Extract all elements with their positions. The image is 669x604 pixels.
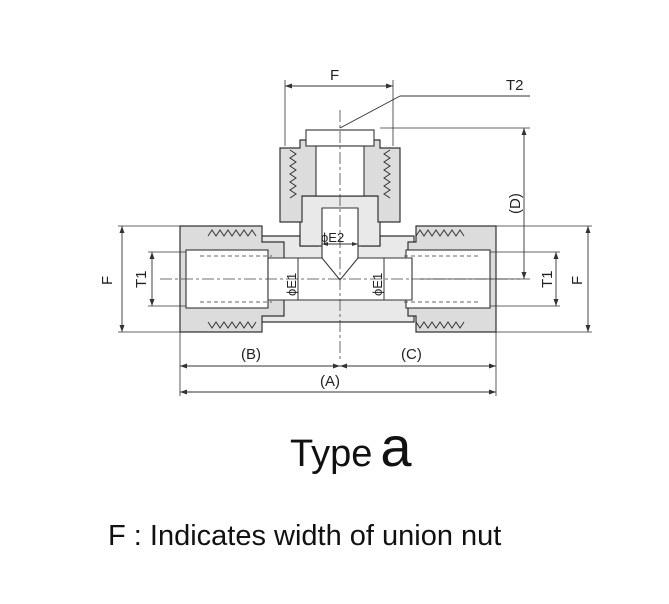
label-e2: ϕE2 [321,230,344,245]
dim-f-top [284,80,394,146]
caption: F : Indicates width of union nut [108,520,502,552]
label-t1-left: T1 [133,270,150,288]
label-d: (D) [507,193,524,214]
dim-e2 [322,242,358,246]
dim-d [380,127,530,280]
dim-left-f-t1 [118,225,186,333]
label-f-left: F [99,276,116,285]
leader-t2 [339,95,530,129]
dim-right-t1-f [490,225,592,333]
label-t1-right: T1 [539,270,556,288]
label-f-right: F [569,276,586,285]
label-b: (B) [241,346,261,363]
label-t2: T2 [506,77,524,94]
label-e1-right: ϕE1 [370,273,385,296]
type-word: Type [290,433,373,475]
dim-bottom [179,332,497,396]
dim-e1 [297,258,385,300]
type-letter: a [380,415,412,478]
label-a: (A) [320,373,340,390]
label-f-top: F [330,67,339,84]
label-e1-left: ϕE1 [284,273,299,296]
label-c: (C) [401,346,422,363]
